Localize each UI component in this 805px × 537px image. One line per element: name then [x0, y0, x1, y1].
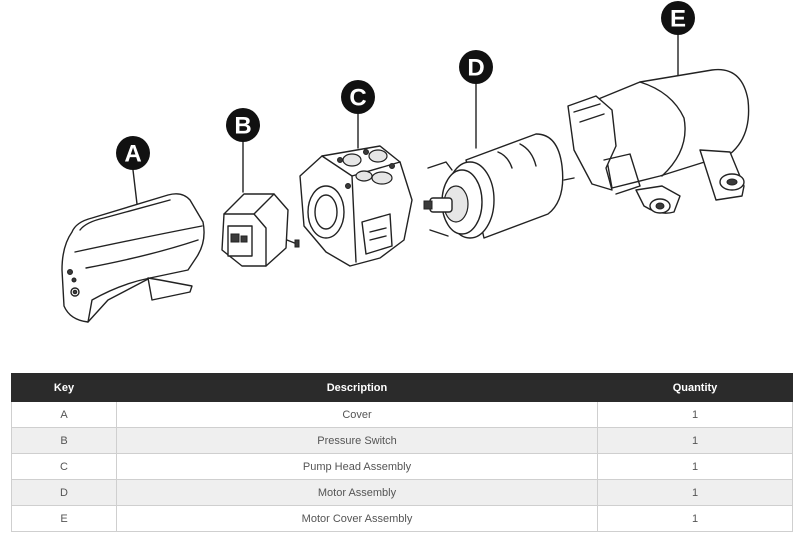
cell-key: B	[11, 427, 117, 454]
callout-d-label: D	[467, 55, 484, 82]
callout-d: D	[459, 50, 493, 84]
part-e-motor-cover	[567, 33, 750, 214]
callout-b: B	[226, 108, 260, 142]
callout-a: A	[116, 136, 150, 170]
parts-table: Key Description Quantity A Cover 1 B Pre…	[11, 373, 793, 532]
cell-description: Motor Cover Assembly	[116, 505, 598, 532]
cell-key: A	[11, 401, 117, 428]
header-key: Key	[11, 373, 117, 402]
header-quantity: Quantity	[597, 373, 793, 402]
part-a-cover	[61, 169, 205, 323]
cell-quantity: 1	[597, 427, 793, 454]
table-header-row: Key Description Quantity	[11, 373, 793, 402]
cell-key: C	[11, 453, 117, 480]
cell-description: Cover	[116, 401, 598, 428]
table-row: E Motor Cover Assembly 1	[11, 505, 793, 532]
callout-e: E	[661, 1, 695, 35]
cell-quantity: 1	[597, 505, 793, 532]
cell-key: E	[11, 505, 117, 532]
cell-description: Pressure Switch	[116, 427, 598, 454]
callout-b-label: B	[234, 113, 251, 140]
part-b-pressure-switch	[221, 139, 300, 267]
cell-description: Pump Head Assembly	[116, 453, 598, 480]
header-description: Description	[116, 373, 598, 402]
part-d-motor	[423, 83, 575, 239]
cell-quantity: 1	[597, 453, 793, 480]
callout-c-label: C	[349, 85, 366, 112]
callout-c: C	[341, 80, 375, 114]
table-row: C Pump Head Assembly 1	[11, 453, 793, 480]
callout-a-label: A	[124, 141, 141, 168]
table-row: D Motor Assembly 1	[11, 479, 793, 506]
cell-quantity: 1	[597, 401, 793, 428]
cell-quantity: 1	[597, 479, 793, 506]
cell-key: D	[11, 479, 117, 506]
table-row: B Pressure Switch 1	[11, 427, 793, 454]
cell-description: Motor Assembly	[116, 479, 598, 506]
exploded-parts-diagram: A B C D E	[61, 1, 750, 323]
table-row: A Cover 1	[11, 401, 793, 428]
part-c-pump-head	[299, 113, 413, 267]
callout-e-label: E	[670, 6, 686, 33]
